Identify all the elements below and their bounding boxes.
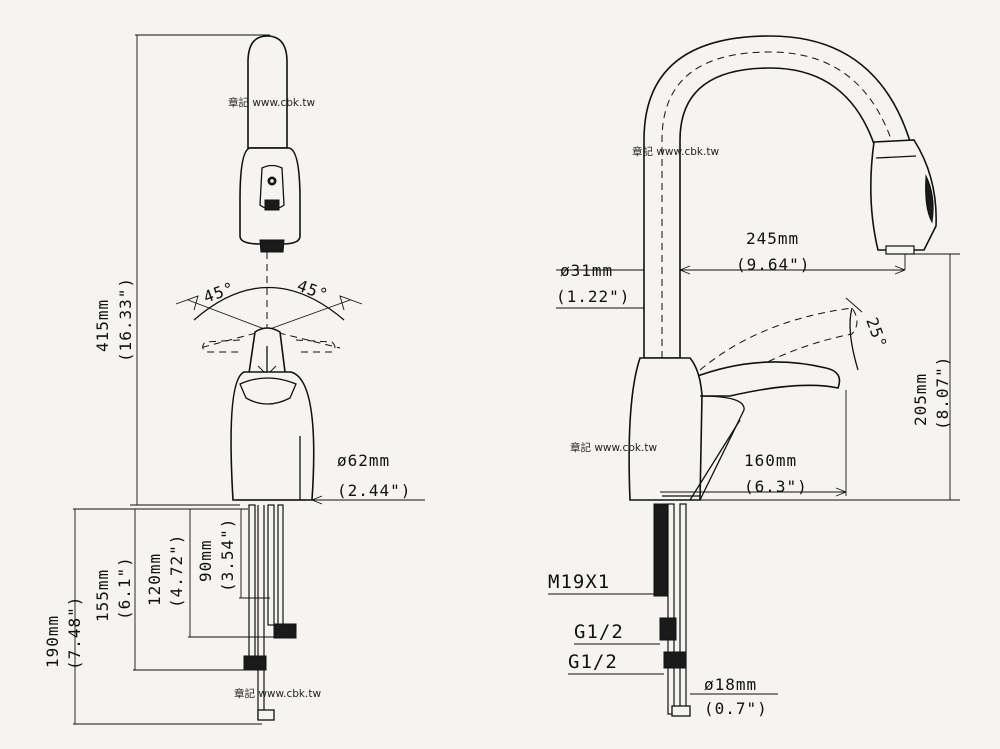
angle-left: 45° <box>201 278 237 307</box>
angle-right: 45° <box>295 276 331 305</box>
spout-neck <box>247 35 288 149</box>
shank-dia-in: (0.7") <box>704 699 768 718</box>
hose-190-in: (7.48") <box>65 596 84 670</box>
reach-mm: 245mm <box>746 229 799 248</box>
hose-nut-right <box>273 623 297 639</box>
watermark-1: 章記 www.cbk.tw <box>228 96 315 109</box>
neck-dia-mm: ø31mm <box>560 261 613 280</box>
front-view: 415mm (16.33") 45° 45° <box>43 34 425 725</box>
base-dia-mm: ø62mm <box>337 451 390 470</box>
watermark-3: 章記 www.cbk.tw <box>570 441 657 454</box>
shank-dia-mm: ø18mm <box>704 675 757 694</box>
front-height-in: (16.33") <box>116 277 135 362</box>
side-body <box>628 357 703 501</box>
lever-reach-mm: 160mm <box>744 451 797 470</box>
spout-height-in: (8.07") <box>933 356 952 430</box>
hose-nut-left <box>243 655 267 671</box>
front-height-mm: 415mm <box>93 299 112 352</box>
thread-g12-a: G1/2 <box>574 621 624 643</box>
hose-90-in: (3.54") <box>218 518 237 592</box>
hose-120-mm: 120mm <box>145 553 164 606</box>
hose-90-mm: 90mm <box>196 539 215 582</box>
watermark-2: 章記 www.cbk.tw <box>632 145 719 158</box>
spray-head <box>239 147 301 245</box>
hose-right <box>277 504 284 626</box>
hose-155-in: (6.1") <box>115 556 134 620</box>
neck-dia-in: (1.22") <box>556 287 630 306</box>
side-lever <box>690 361 841 397</box>
hose-190-mm: 190mm <box>43 615 62 668</box>
base-dia-in: (2.44") <box>337 481 411 500</box>
side-spray-head <box>870 139 937 251</box>
lever-angle: 25° <box>862 315 891 351</box>
lever-reach-in: (6.3") <box>744 477 808 496</box>
spout-height-mm: 205mm <box>911 373 930 426</box>
side-view: ø31mm (1.22") 245mm (9.64") 205mm (8.07"… <box>548 35 960 718</box>
hose-center <box>267 504 275 626</box>
reach-in: (9.64") <box>736 255 810 274</box>
hose-155-mm: 155mm <box>93 569 112 622</box>
watermark-4: 章記 www.cbk.tw <box>234 687 321 700</box>
thread-m19: M19X1 <box>548 571 610 593</box>
thread-g12-b: G1/2 <box>568 651 618 673</box>
threaded-shank <box>653 503 669 597</box>
hose-120-in: (4.72") <box>167 534 186 608</box>
